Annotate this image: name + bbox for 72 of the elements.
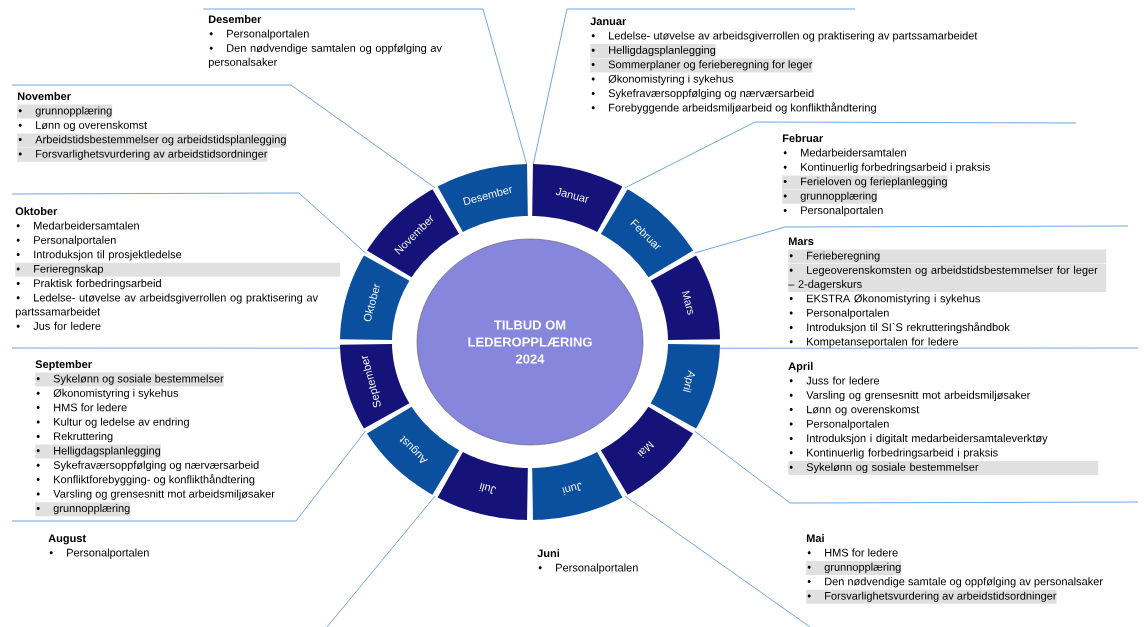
bullet-item: Sykelønn og sosiale bestemmelser xyxy=(788,461,1099,475)
bullet-item: Varsling og grensesnitt mot arbeidsmiljøsaker xyxy=(789,390,1031,402)
bullet-item: Økonomistyring i sykehus xyxy=(591,74,734,85)
bullet-item: Personalportalen xyxy=(789,419,889,430)
bullet-item: Rekruttering xyxy=(36,432,113,443)
bullet-item: Introduksjon til prosjektledelse xyxy=(16,250,182,261)
month-segment: Mai xyxy=(600,406,694,495)
bullet-item: Jus for ledere xyxy=(16,321,101,330)
bullet-item: Helligdagsplanlegging xyxy=(590,44,716,58)
month-segment: Januar xyxy=(532,164,623,232)
bullet-item: Personalportalen xyxy=(783,206,883,217)
bullet-item: Introduksjon til SI`S rekrutteringshåndbok xyxy=(789,322,1010,334)
bullet-item: HMS for ledere xyxy=(807,548,898,557)
bullet-item: Personalportalen xyxy=(209,29,309,40)
month-heading: Juni xyxy=(537,549,560,558)
bullet-item: Arbeidstidsbestemmelser og arbeidstidsplanlegging xyxy=(17,133,287,148)
bullet-item: Den nødvendige samtale og oppfølging av personalsaker xyxy=(807,577,1103,588)
bullet-item: grunnopplæring xyxy=(17,104,113,119)
bullet-item: Ledelse- utøvelse av arbeidsgiverrollen og praktisering av partssamarbeidet xyxy=(591,31,978,42)
month-heading: Januar xyxy=(590,17,627,26)
bullet-item: Personalportalen xyxy=(49,548,149,559)
bullet-item: Den nødvendige samtalen og oppfølging av personalsaker xyxy=(208,43,442,69)
month-heading: Oktober xyxy=(15,207,58,216)
month-heading: April xyxy=(788,362,813,373)
bullet-item: Medarbeidersamtalen xyxy=(16,221,139,230)
bullet-item: Introduksjon i digitalt medarbeidersamtaleverktøy xyxy=(789,434,1048,445)
month-segment: Mars xyxy=(650,255,720,341)
month-heading: August xyxy=(48,534,86,545)
bullet-item: Kompetanseportalen for ledere xyxy=(789,337,958,348)
bullet-item: Lønn og overenskomst xyxy=(18,120,147,132)
bullet-item: Forsvarlighetsvurdering av arbeidstidsordninger xyxy=(17,147,268,162)
bullet-item: Forsvarlighetsvurdering av arbeidstidsordninger xyxy=(806,589,1057,604)
bullet-item: Praktisk forbedringsarbeid xyxy=(16,279,161,290)
bullet-item: grunnopplæring xyxy=(782,189,878,204)
bullet-item: Ferieregnskap xyxy=(15,262,341,277)
bullet-item: Medarbeidersamtalen xyxy=(783,148,906,157)
month-segment: Juni xyxy=(532,452,623,520)
month-heading: September xyxy=(35,360,92,371)
bullet-item: Personalportalen xyxy=(16,235,116,247)
month-segment: Desember xyxy=(437,164,528,232)
bullet-item: Ferieberegning xyxy=(788,249,1107,264)
month-heading: Februar xyxy=(782,134,823,143)
bullet-item: Personalportalen xyxy=(789,308,889,319)
bullet-item: Lønn og overenskomst xyxy=(789,405,920,416)
bullet-item: grunnopplæring xyxy=(35,502,131,517)
month-segment: Juli xyxy=(437,452,528,520)
bullet-item: Helligdagsplanlegging xyxy=(35,444,161,459)
month-segment: Oktober xyxy=(340,255,410,341)
month-heading: Mai xyxy=(806,534,824,543)
bullet-item: Forebyggende arbeidsmiljøarbeid og konflikthåndtering xyxy=(591,102,876,114)
bullet-item: Legeoverenskomsten og arbeidstidsbestemmelser for leger – 2-dagerskurs xyxy=(788,264,1107,292)
month-heading: Desember xyxy=(208,15,262,24)
bullet-item: Ferieloven og ferieplanlegging xyxy=(782,175,948,190)
bullet-item: grunnopplæring xyxy=(806,561,902,575)
bullet-item: Varsling og grensesnitt mot arbeidsmiljøsaker xyxy=(36,489,275,500)
bullet-item: Kontinuerlig forbedringsarbeid i praksis xyxy=(789,448,998,459)
bullet-item: EKSTRA Økonomistyring i sykehus xyxy=(789,294,980,305)
bullet-item: Kultur og ledelse av endring xyxy=(36,417,189,428)
month-heading: Mars xyxy=(788,237,814,246)
bullet-item: Ledelse- utøvelse av arbeidsgiverrollen og praktisering av partssamarbeidet xyxy=(15,293,318,318)
bullet-item: HMS for ledere xyxy=(36,403,127,412)
bullet-item: Sykefraværsoppfølging og nærværsarbeid xyxy=(36,460,259,472)
bullet-item: Sommerplaner og ferieberegning for leger xyxy=(590,58,813,73)
bullet-item: Juss for ledere xyxy=(789,376,880,385)
month-segment: April xyxy=(650,344,720,429)
bullet-item: Sykefraværsoppfølging og nærværsarbeid xyxy=(591,89,814,100)
bullet-item: Sykelønn og sosiale bestemmelser xyxy=(35,372,224,387)
month-heading: November xyxy=(17,92,71,101)
bullet-item: Økonomistyring i sykehus xyxy=(36,388,179,400)
bullet-item: Personalportalen xyxy=(538,563,638,574)
bullet-item: Konfliktforebygging- og konflikthåndtering xyxy=(36,474,255,486)
bullet-item: Kontinuerlig forbedringsarbeid i praksis xyxy=(783,162,990,174)
